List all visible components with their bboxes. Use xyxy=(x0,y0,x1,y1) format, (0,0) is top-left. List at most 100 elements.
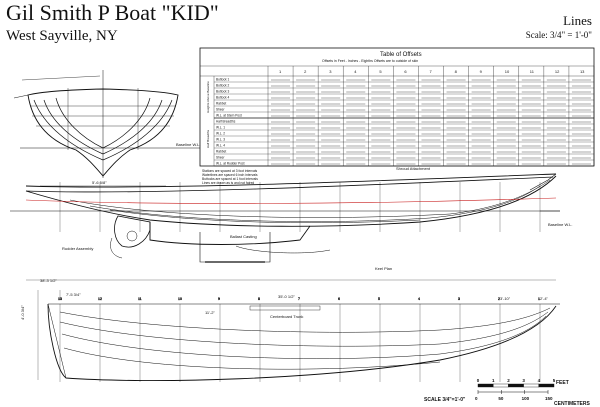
plan-station-mark: 10 xyxy=(178,297,182,301)
plan-station-mark: 3 xyxy=(458,297,460,301)
table-grid xyxy=(200,65,595,167)
station-header: 2 xyxy=(304,69,307,74)
plan-station-mark: 5 xyxy=(378,297,380,301)
scale-cm: 0 50 100 150 xyxy=(475,390,553,401)
offset-row-label: W.L. 3 xyxy=(216,138,225,142)
offset-row-label: Rabbet xyxy=(216,102,226,106)
offset-row-label: Rabbet xyxy=(216,150,226,154)
station-header: 9 xyxy=(480,69,483,74)
scale-feet: 0 1 2 3 4 5 xyxy=(477,378,556,388)
scale-feet-tick: 4 xyxy=(538,378,541,383)
offset-row-label: Buttock 1 xyxy=(216,78,230,82)
scale-feet-tick: 5 xyxy=(553,378,556,383)
baseline-label-profile: Baseline W.L. xyxy=(548,222,572,227)
station-header: 1 xyxy=(279,69,282,74)
table-cells xyxy=(271,79,591,165)
centerboard-trunk-label: Centerboard Trunk xyxy=(270,314,303,319)
ballast-casting-label: Ballast Casting xyxy=(230,234,257,239)
offset-row-label: Sheer xyxy=(216,156,225,160)
offset-row-label: Half Breadths xyxy=(216,120,236,124)
aft-dimension-2: 2'-4" xyxy=(540,296,549,301)
offset-row-label: W.L. 1 xyxy=(216,126,225,130)
drawing-title: Gil Smith P Boat "KID" xyxy=(6,0,219,25)
keel-dimension: 11'-2" xyxy=(205,310,215,315)
scale-feet-tick: 2 xyxy=(507,378,510,383)
offset-row-label: W.L. at Rudder Post xyxy=(216,162,245,166)
scale-cm-tick: 150 xyxy=(545,396,553,401)
scale-feet-segment xyxy=(508,383,524,388)
station-header: 3 xyxy=(329,69,332,74)
scale-cm-label: CENTIMETERS xyxy=(554,401,591,407)
plan-station-mark: 8 xyxy=(258,297,260,301)
drawing-notes: Stations are spaced at 3 foot intervals … xyxy=(202,169,258,185)
profile-labels: Shroud Attachment Ballast Casting Rudder… xyxy=(40,166,572,299)
plan-station-mark: 11 xyxy=(138,297,142,301)
overall-dimension: 38'-3 1/2" xyxy=(40,278,57,283)
aft-dimension: 3'-10" xyxy=(500,296,511,301)
table-subtitle: Offsets in Feet - Inches - Eighths Offse… xyxy=(322,59,418,63)
stern-dimension: 7'-5 3/4" xyxy=(66,292,81,297)
plan-station-mark: 1 xyxy=(538,297,540,301)
sheet-name: Lines xyxy=(563,13,592,28)
keel-plan-label: Keel Plan xyxy=(375,266,392,271)
station-header: 10 xyxy=(505,69,510,74)
profile-dimension: 35'-0 1/2" xyxy=(278,294,295,299)
scale-cm-tick: 0 xyxy=(475,396,478,401)
table-rows: Buttock 1 Buttock 2 Buttock 3 Buttock 4 Rabb… xyxy=(206,78,245,166)
station-header: 6 xyxy=(404,69,407,74)
scale-bar-label: SCALE 3/4"=1'-0" xyxy=(424,397,466,403)
scale-feet-tick: 0 xyxy=(477,378,480,383)
rudder-assembly-label: Rudder Assembly xyxy=(62,246,93,251)
scale-cm-tick: 50 xyxy=(498,396,504,401)
scale-cm-tick: 100 xyxy=(522,396,530,401)
offset-row-label: Sheer xyxy=(216,108,225,112)
plan-station-mark: 6 xyxy=(338,297,340,301)
station-header: 11 xyxy=(530,69,535,74)
scale-feet-label: FEET xyxy=(556,380,569,386)
plan-station-mark: 2 xyxy=(498,297,500,301)
note-4: Lines are drawn as is and not faired xyxy=(202,181,254,185)
body-beam-dimension: 5'-6 5/8" xyxy=(92,180,107,185)
offset-row-label: Buttock 4 xyxy=(216,96,230,100)
station-header: 7 xyxy=(430,69,433,74)
plan-station-mark: 4 xyxy=(418,297,420,301)
offset-row-label: W.L. 4 xyxy=(216,144,225,148)
note-2: Waterlines are spaced 6 inch intervals xyxy=(202,173,258,177)
profile-view xyxy=(10,173,560,281)
scale-feet-tick: 3 xyxy=(522,378,525,383)
station-header: 4 xyxy=(354,69,357,74)
offset-group-label: Half Breadths xyxy=(206,129,210,148)
scale-feet-tick: 1 xyxy=(492,378,495,383)
shroud-attachment-label: Shroud Attachment xyxy=(396,166,431,171)
scale-feet-segment xyxy=(493,383,509,388)
note-1: Stations are spaced at 3 foot intervals xyxy=(202,169,258,173)
scale-feet-segment xyxy=(477,383,494,388)
scale-feet-segment xyxy=(538,383,555,388)
scale-note: Scale: 3/4" = 1'-0" xyxy=(525,30,592,40)
plan-station-mark: 7 xyxy=(298,297,300,301)
body-plan: 5'-6 5/8" Baseline W.L. xyxy=(13,70,200,187)
design-waterline xyxy=(25,197,557,204)
table-title: Table of Offsets xyxy=(380,52,422,58)
drawing-subtitle: West Sayville, NY xyxy=(6,28,118,44)
baseline-label-body: Baseline W.L. xyxy=(176,142,200,147)
scale-feet-segment xyxy=(523,383,539,388)
offset-row-label: W.L. 2 xyxy=(216,132,225,136)
station-header: 8 xyxy=(455,69,458,74)
station-header: 5 xyxy=(379,69,382,74)
station-header: 12 xyxy=(555,69,560,74)
half-beam-dimension: 4'-0 3/4" xyxy=(20,305,25,320)
plan-station-mark: 9 xyxy=(218,297,220,301)
offset-row-label: Buttock 2 xyxy=(216,84,230,88)
half-breadth-labels: Centerboard Trunk 11'-2" 7'-5 3/4" 4'-0 … xyxy=(20,292,549,320)
offset-row-label: W.L. at Stern Post xyxy=(216,114,242,118)
offset-row-label: Buttock 3 xyxy=(216,90,230,94)
note-3: Buttocks are spaced at 1 foot intervals xyxy=(202,177,258,181)
station-header: 13 xyxy=(580,69,585,74)
scale-bar: SCALE 3/4"=1'-0" 0 1 2 3 4 5 0 50 100 150 FEET C… xyxy=(424,378,591,407)
offsets-table: Table of Offsets Offsets in Feet - Inche… xyxy=(199,47,595,167)
plan-station-mark: 12 xyxy=(98,297,102,301)
